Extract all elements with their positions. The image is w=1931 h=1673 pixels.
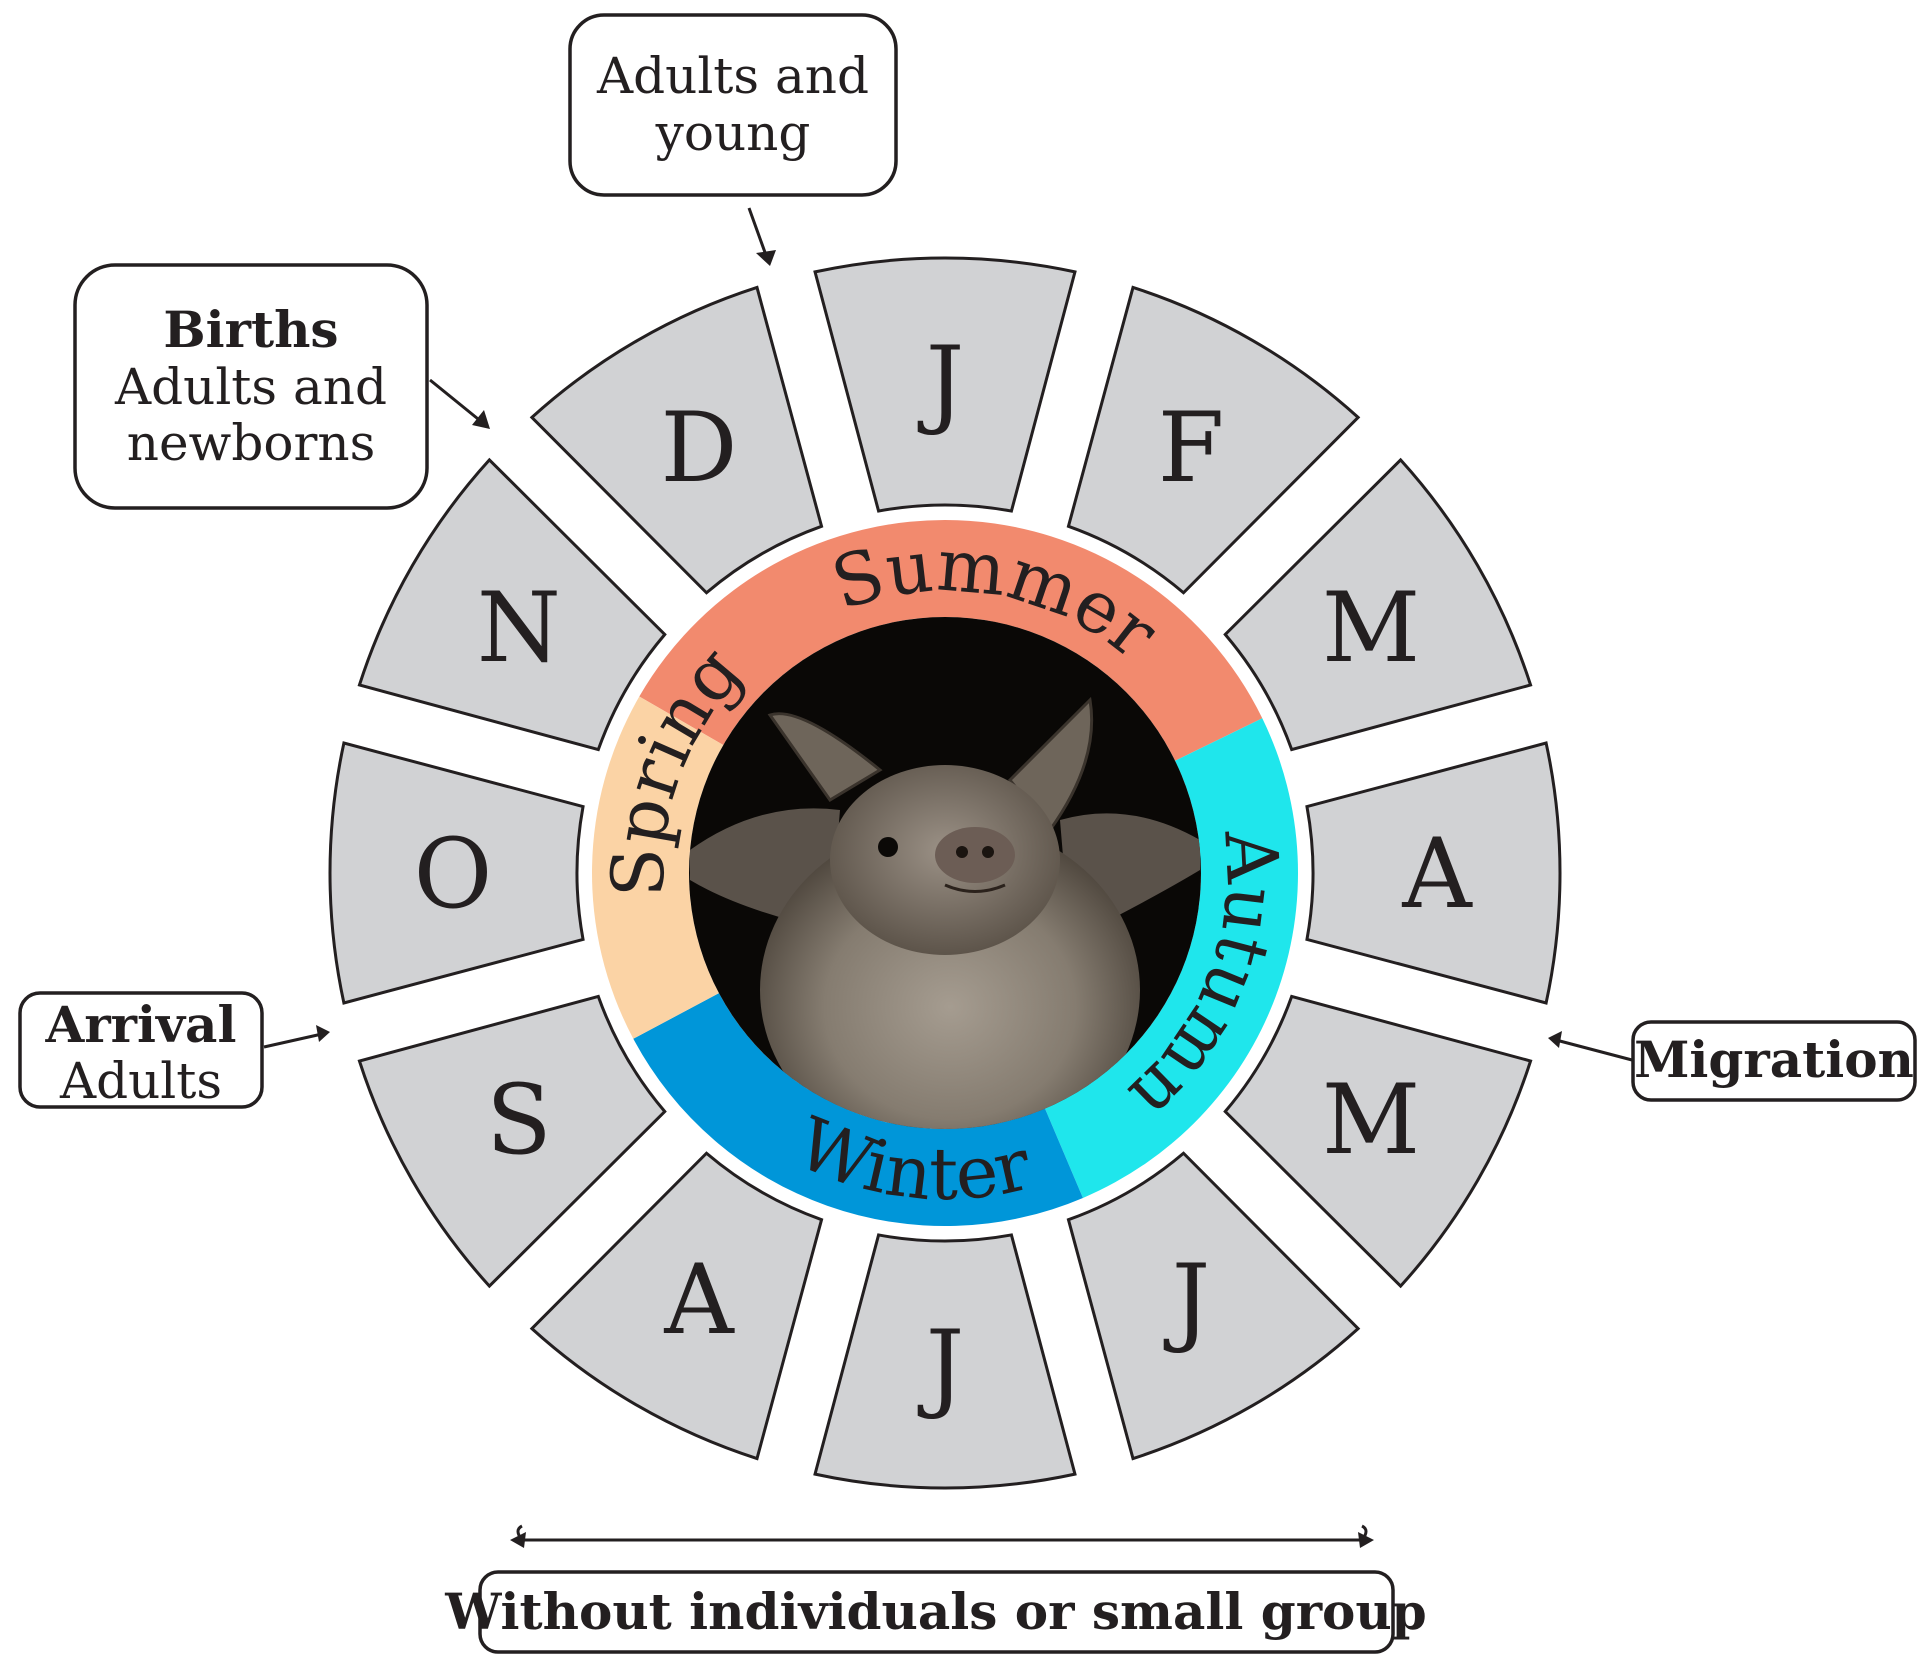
month-segment bbox=[1066, 285, 1361, 595]
arrow-arrival bbox=[263, 1032, 323, 1049]
season-band-summer bbox=[639, 520, 1263, 761]
month-segment bbox=[529, 285, 824, 595]
month-segment bbox=[813, 1233, 1077, 1490]
month-label: M bbox=[1322, 572, 1420, 684]
bat-nostril-left bbox=[956, 846, 968, 858]
arrow-births bbox=[429, 378, 484, 425]
bat-eye-left bbox=[878, 837, 898, 857]
month-label: A bbox=[663, 1244, 735, 1356]
month-segment bbox=[357, 994, 667, 1289]
callout-line: newborns bbox=[127, 414, 375, 472]
span-arrow-left-head bbox=[510, 1532, 526, 1548]
callout-title: Arrival bbox=[45, 995, 237, 1054]
callout-line: Adults and bbox=[596, 47, 869, 105]
month-segment bbox=[328, 741, 585, 1005]
arrow-head-arrival bbox=[316, 1025, 330, 1042]
arrow-adults-young bbox=[747, 207, 769, 259]
callout-box bbox=[18, 991, 264, 1109]
callout-title: Without individuals or small group bbox=[444, 1582, 1426, 1641]
month-label: N bbox=[477, 572, 561, 684]
callout-title: Births bbox=[163, 300, 338, 359]
month-segment bbox=[357, 457, 667, 752]
callout-line: young bbox=[655, 104, 811, 162]
arrow-head-adults-young bbox=[756, 250, 776, 266]
month-segment bbox=[529, 1151, 824, 1461]
arrow-head-migration bbox=[1548, 1031, 1562, 1048]
season-band-autumn bbox=[1045, 718, 1299, 1198]
bat-photo bbox=[689, 617, 1201, 1129]
month-segment bbox=[1223, 994, 1533, 1289]
callout-box bbox=[73, 263, 429, 510]
month-label: S bbox=[486, 1064, 552, 1176]
callout-arrival: Arrival Adults bbox=[18, 991, 264, 1110]
arrow-migration bbox=[1555, 1038, 1633, 1062]
callout-line: Adults and bbox=[114, 358, 387, 416]
callout-arrows bbox=[263, 207, 1633, 1548]
bat-nostril-right bbox=[982, 846, 994, 858]
month-segment bbox=[1223, 457, 1533, 752]
month-label: D bbox=[661, 392, 738, 504]
month-label: O bbox=[414, 818, 493, 930]
callout-without: Without individuals or small group bbox=[444, 1570, 1427, 1654]
callout-box bbox=[568, 13, 898, 197]
callout-box bbox=[478, 1570, 1395, 1654]
left-ear bbox=[767, 712, 883, 803]
month-segment bbox=[1305, 741, 1562, 1005]
month-label: F bbox=[1158, 392, 1225, 504]
bat-snout bbox=[935, 827, 1015, 883]
month-label: M bbox=[1322, 1064, 1420, 1176]
season-band-spring bbox=[592, 696, 724, 1039]
month-segment bbox=[1066, 1151, 1361, 1461]
callout-line: Adults bbox=[59, 1052, 222, 1110]
arrow-head-births bbox=[472, 410, 490, 429]
month-segment bbox=[813, 256, 1077, 513]
callout-title: Migration bbox=[1634, 1030, 1914, 1089]
season-band-winter bbox=[633, 993, 1083, 1226]
span-arrow-right-head bbox=[1358, 1532, 1374, 1548]
callout-box bbox=[1631, 1020, 1917, 1102]
bat-mouth bbox=[944, 883, 1006, 893]
callout-births: Births Adults and newborns bbox=[73, 263, 429, 510]
callout-adults-young: Adults and young bbox=[568, 13, 898, 197]
month-label: A bbox=[1401, 818, 1473, 930]
callout-migration: Migration bbox=[1631, 1020, 1917, 1102]
